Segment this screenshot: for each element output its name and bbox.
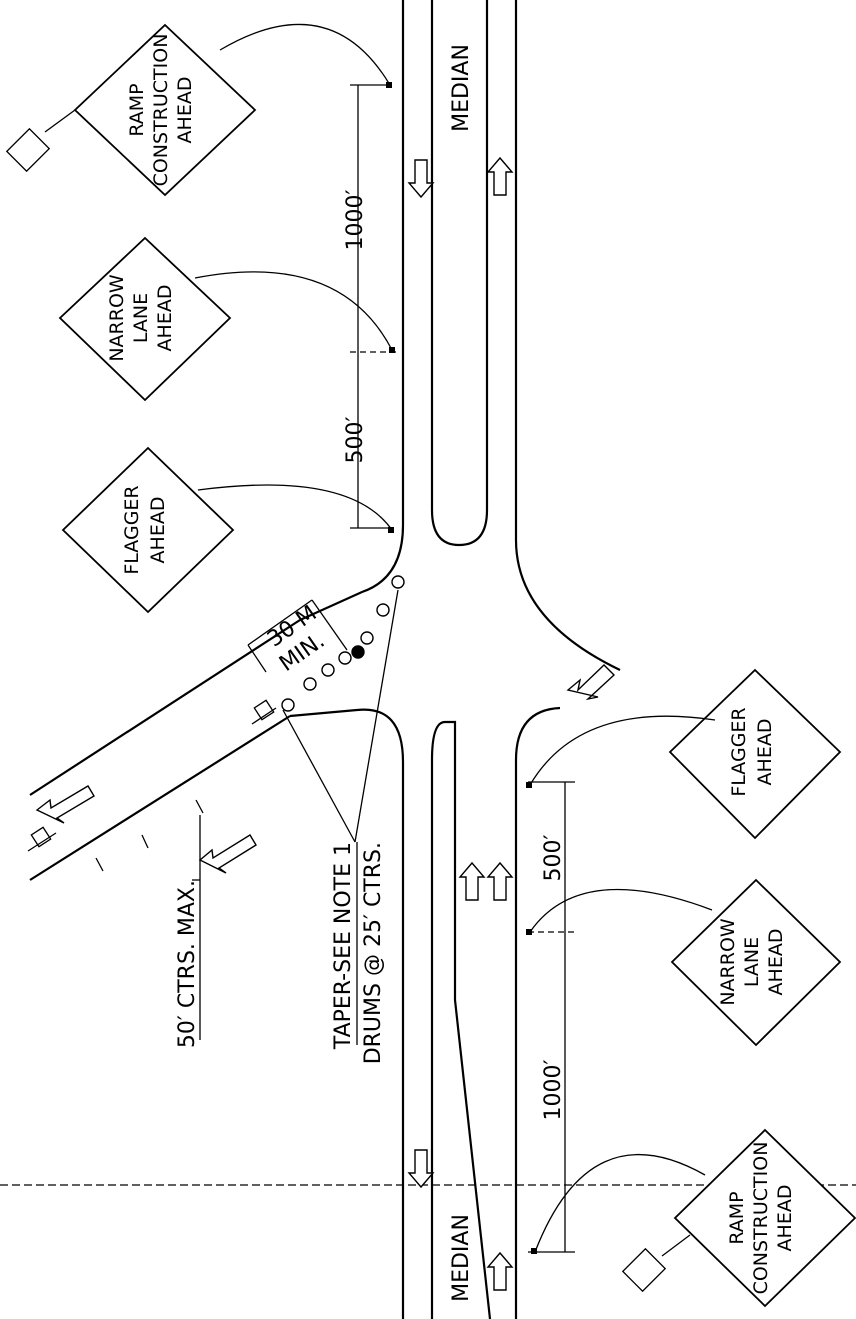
sign-flagger-bottom: FLAGGER AHEAD: [526, 668, 842, 840]
barricade: [253, 699, 275, 721]
drum: [351, 645, 365, 659]
sign-text: LANE: [741, 937, 763, 987]
drums-label: DRUMS @ 25′ CTRS.: [361, 842, 386, 1064]
arrow-ramp-icon: [35, 785, 95, 824]
sign-text: AHEAD: [147, 497, 169, 564]
channelizer: [195, 799, 204, 814]
barricade: [30, 826, 52, 848]
sign-text: AHEAD: [765, 929, 787, 996]
dimension-top: 1000′ 500′: [343, 84, 400, 529]
drum: [321, 663, 335, 677]
sign-text: RAMP: [726, 1191, 748, 1244]
sign-ramp-construction-bottom: RAMP CONSTRUCTION AHEAD: [531, 1128, 856, 1308]
sign-text: FLAGGER: [728, 707, 750, 796]
sign-flagger-top: FLAGGER AHEAD: [61, 446, 394, 614]
sign-text: LANE: [130, 293, 152, 343]
drum: [338, 651, 352, 665]
sign-text: CONSTRUCTION: [150, 34, 172, 187]
taper-leaders: [192, 589, 399, 881]
arrow-ramp-icon: [198, 834, 257, 874]
sign-text: AHEAD: [174, 77, 196, 144]
ramp-devices: [27, 699, 277, 872]
sign-narrow-lane-bottom: NARROW LANE AHEAD: [526, 878, 842, 1047]
sign-text: NARROW: [106, 274, 128, 362]
sign-text: FLAGGER: [121, 485, 143, 574]
taper-drums: [281, 575, 405, 712]
dimension-label: 1000′: [343, 190, 368, 251]
drum: [376, 603, 390, 617]
drum: [281, 698, 295, 712]
sign-ramp-construction-top: RAMP CONSTRUCTION AHEAD: [5, 23, 392, 197]
dimension-label: 500′: [541, 835, 566, 882]
taper-note-label: TAPER-SEE NOTE 1: [331, 842, 356, 1050]
sign-narrow-lane-top: NARROW LANE AHEAD: [58, 236, 395, 402]
traffic-arrows: [35, 156, 616, 1291]
median-label-top: MEDIAN: [449, 44, 474, 132]
dimension-label: 500′: [343, 417, 368, 464]
sign-text: CONSTRUCTION: [750, 1142, 772, 1295]
sign-text: AHEAD: [774, 1185, 796, 1252]
arrow-down-icon: [407, 1149, 435, 1189]
dimension-label: 1000′: [541, 1060, 566, 1121]
channelizer: [141, 834, 149, 849]
drum: [303, 677, 317, 691]
ctrs-max-label: 50′ CTRS. MAX.: [175, 880, 200, 1048]
sign-text: RAMP: [126, 83, 148, 136]
channelizer: [95, 857, 104, 872]
arrow-up-icon: [486, 1251, 514, 1291]
sign-text: AHEAD: [754, 719, 776, 786]
arrow-up-icon: [458, 861, 486, 901]
arrow-up-icon: [486, 156, 514, 196]
median-label-bottom: MEDIAN: [449, 1214, 474, 1302]
arrow-down-icon: [407, 159, 435, 199]
drum: [391, 575, 405, 589]
dimension-bottom: 500′ 1000′: [528, 781, 575, 1253]
sign-text: NARROW: [717, 918, 739, 1006]
arrow-up-icon: [486, 861, 514, 901]
sign-text: AHEAD: [154, 285, 176, 352]
taper-labels: TAPER-SEE NOTE 1 DRUMS @ 25′ CTRS. 50′ C…: [175, 842, 386, 1064]
drum: [360, 631, 374, 645]
arrow-diagonal-icon: [566, 664, 616, 701]
